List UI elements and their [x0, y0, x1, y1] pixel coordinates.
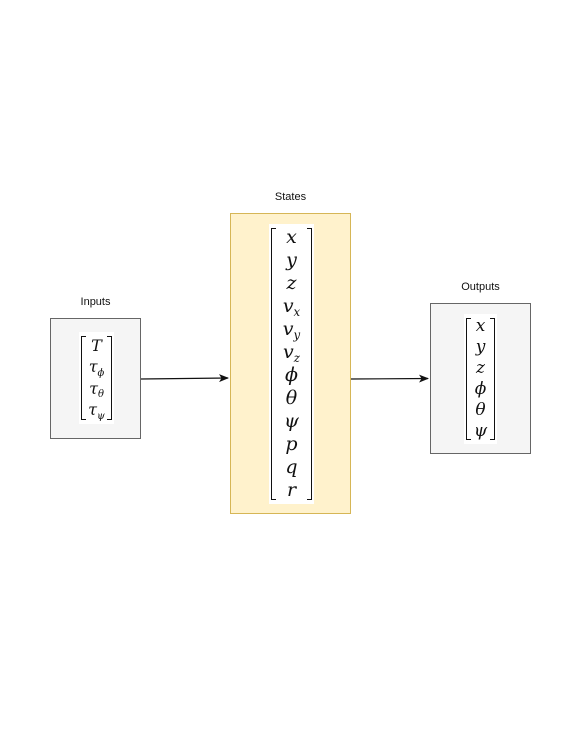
- entry-symbol: v: [282, 295, 294, 317]
- entry-symbol: τ: [88, 400, 98, 420]
- entry-symbol: z: [476, 358, 485, 378]
- states-entry: ϕ: [285, 366, 298, 385]
- entry-symbol: ψ: [473, 421, 488, 441]
- entry-subscript: ϕ: [97, 367, 105, 379]
- states-entry: y: [286, 251, 297, 270]
- entry-symbol: τ: [89, 378, 98, 398]
- entry-symbol: q: [285, 456, 298, 478]
- entry-symbol: τ: [88, 357, 98, 377]
- entry-symbol: ϕ: [474, 379, 487, 399]
- arrow-inputs-to-states: [140, 374, 229, 383]
- entry-symbol: y: [475, 337, 486, 357]
- states-title: States: [274, 191, 307, 203]
- states-entry: p: [285, 435, 297, 454]
- states-entry: vx: [282, 295, 301, 320]
- right-bracket: [107, 336, 112, 420]
- left-bracket: [466, 318, 471, 440]
- outputs-entry: θ: [475, 402, 485, 419]
- states-entry: r: [287, 481, 296, 500]
- outputs-entry: ψ: [474, 423, 487, 440]
- outputs-entry: x: [476, 318, 486, 335]
- states-entry: q: [285, 458, 297, 477]
- outputs-entry: z: [476, 360, 485, 377]
- outputs-entry: ϕ: [475, 381, 487, 398]
- left-bracket: [81, 336, 86, 420]
- states-entry: x: [286, 228, 297, 247]
- states-entry: vz: [283, 341, 300, 366]
- entry-symbol: θ: [475, 400, 486, 420]
- entry-symbol: T: [91, 335, 102, 355]
- left-bracket: [271, 228, 276, 500]
- states-entry: θ: [286, 389, 297, 408]
- states-entry: vy: [282, 318, 301, 343]
- right-bracket: [307, 228, 312, 500]
- arrow-states-to-outputs: [350, 374, 429, 383]
- entry-symbol: p: [285, 433, 298, 455]
- entry-symbol: y: [286, 249, 297, 271]
- entry-symbol: v: [282, 318, 294, 340]
- entry-subscript: θ: [97, 389, 104, 401]
- entry-symbol: z: [286, 272, 297, 294]
- entry-symbol: r: [286, 479, 297, 501]
- inputs-entry: τψ: [88, 400, 105, 421]
- inputs-title: Inputs: [80, 296, 111, 308]
- entry-symbol: x: [475, 316, 486, 336]
- entry-subscript: ψ: [97, 410, 105, 422]
- right-bracket: [490, 318, 495, 440]
- entry-symbol: θ: [285, 387, 298, 409]
- entry-subscript: y: [293, 328, 301, 343]
- entry-subscript: z: [293, 351, 300, 366]
- entry-symbol: ψ: [284, 410, 299, 432]
- inputs-entry: τθ: [89, 378, 104, 401]
- entry-symbol: x: [286, 226, 297, 248]
- inputs-entry: T: [91, 335, 102, 355]
- entry-subscript: x: [293, 305, 301, 320]
- states-entry: z: [286, 274, 296, 293]
- outputs-entry: y: [476, 339, 486, 356]
- states-entry: ψ: [284, 412, 299, 431]
- inputs-entry: τϕ: [88, 357, 105, 378]
- entry-symbol: v: [283, 341, 294, 363]
- entry-symbol: ϕ: [285, 364, 298, 386]
- outputs-title: Outputs: [461, 281, 500, 293]
